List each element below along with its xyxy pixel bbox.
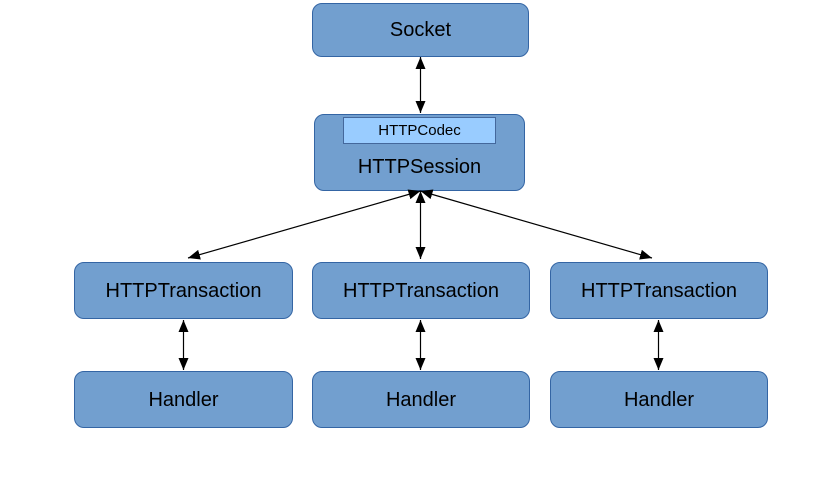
arrow-session-transaction-3 xyxy=(420,189,653,260)
handler-label-2: Handler xyxy=(385,388,457,411)
handler-node-3: Handler xyxy=(550,371,768,428)
handler-node-1: Handler xyxy=(74,371,293,428)
transaction-node-3: HTTPTransaction xyxy=(550,262,768,319)
handler-node-2: Handler xyxy=(312,371,530,428)
handler-label-1: Handler xyxy=(148,388,219,411)
socket-node: Socket xyxy=(312,3,529,57)
codec-label: HTTPCodec xyxy=(378,122,461,139)
handler-label-3: Handler xyxy=(623,388,695,411)
codec-node: HTTPCodec xyxy=(343,117,496,144)
socket-label: Socket xyxy=(389,19,452,41)
transaction-label-2: HTTPTransaction xyxy=(343,279,499,302)
session-node: HTTPCodec HTTPSession xyxy=(314,114,525,191)
transaction-node-2: HTTPTransaction xyxy=(312,262,530,319)
arrow-session-transaction-1 xyxy=(187,189,421,260)
transaction-label-3: HTTPTransaction xyxy=(581,279,737,302)
session-label: HTTPSession xyxy=(357,156,482,178)
transaction-label-1: HTTPTransaction xyxy=(105,279,262,302)
transaction-node-1: HTTPTransaction xyxy=(74,262,293,319)
